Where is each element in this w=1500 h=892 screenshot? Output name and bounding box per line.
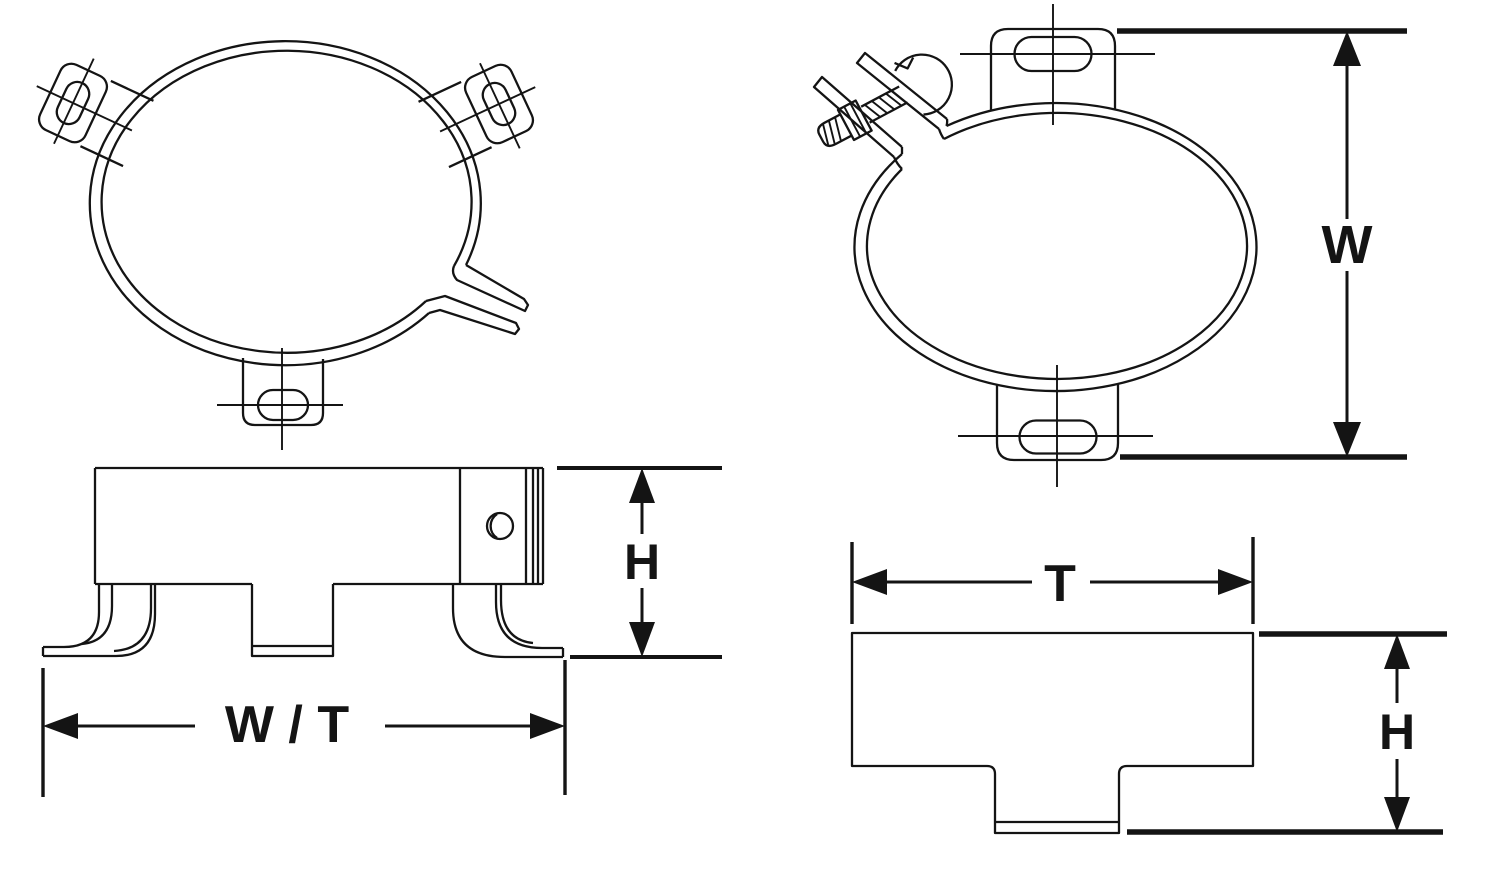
band-inner-edge	[865, 111, 1249, 381]
foot-inner-bend	[499, 584, 534, 645]
mounting-tab-top	[960, 4, 1155, 125]
arrow-down-icon	[1384, 797, 1410, 832]
dimension-h-profile: H	[1127, 631, 1447, 835]
foot-channel	[250, 584, 335, 658]
arrow-left-icon	[43, 713, 78, 739]
foot-top	[494, 584, 563, 650]
arrow-left-icon	[852, 569, 887, 595]
screw-thread-hatch	[864, 92, 903, 118]
tail-upper-prong	[451, 264, 530, 313]
foot-outer	[43, 584, 101, 649]
screw-assembly	[817, 53, 954, 148]
arrow-up-icon	[1333, 31, 1361, 66]
left-foot	[41, 584, 157, 658]
dimension-h-side: H	[557, 466, 722, 659]
tab-slot	[1018, 419, 1098, 455]
screw-head-slot	[894, 56, 915, 70]
dimension-label-w: W	[1322, 215, 1373, 275]
mounting-tab-bottom	[958, 365, 1153, 487]
arrow-down-icon	[1333, 422, 1361, 457]
dimension-label-h: H	[624, 534, 660, 590]
foot-outer	[451, 584, 563, 659]
band-outer-edge	[88, 40, 482, 367]
screw-head-side-icon	[485, 511, 515, 541]
screw-nut	[836, 99, 873, 142]
screw-tip-threads	[822, 116, 842, 145]
band-outer-edge	[853, 101, 1258, 393]
clamp-profile-section: T H	[850, 537, 1447, 835]
arrow-right-icon	[530, 713, 565, 739]
foot-inner-bend-2	[113, 584, 153, 653]
profile-outline	[850, 631, 1255, 835]
dimension-label-w-t: W / T	[225, 696, 349, 754]
screw-nut-facets	[843, 102, 868, 138]
dimension-w: W	[1117, 28, 1407, 460]
tab-plate	[241, 358, 325, 427]
mounting-tab-bottom	[217, 348, 343, 450]
flange-band-connectors	[892, 118, 949, 170]
screw-head-crescent	[489, 513, 498, 539]
tab-centerlines	[439, 62, 536, 149]
foot-inner-bend-1	[81, 584, 114, 646]
clamp-flanges	[812, 51, 949, 170]
tab-neck-lines	[79, 79, 154, 168]
dimension-label-h: H	[1379, 704, 1415, 760]
mounting-tab-upper-right	[418, 62, 536, 169]
flange-right	[855, 51, 948, 130]
band-overlap-lines	[458, 468, 540, 584]
arrow-right-icon	[1218, 569, 1253, 595]
dimension-t: T	[850, 537, 1255, 624]
screw-tip	[817, 113, 853, 148]
tab-neck-lines	[418, 80, 493, 169]
screw-head-icon	[894, 53, 954, 116]
center-foot	[250, 584, 335, 658]
body-outline	[93, 466, 545, 586]
clamp-plan-view-screw: W	[812, 4, 1407, 487]
clamp-side-elevation: H W / T	[41, 466, 722, 797]
dimension-label-t: T	[1044, 555, 1076, 613]
band-inner-edge	[100, 49, 473, 354]
tab-centerlines	[958, 365, 1153, 487]
tail-lower-prong	[425, 294, 521, 336]
arrow-up-icon	[629, 468, 655, 503]
arrow-down-icon	[629, 622, 655, 657]
arrow-up-icon	[1384, 634, 1410, 669]
tab-centerlines	[217, 348, 343, 450]
tab-centerlines	[36, 58, 133, 145]
tab-centerlines	[960, 4, 1155, 125]
foot-bottom	[43, 584, 157, 658]
clamp-plan-view-three-tabs	[36, 40, 536, 450]
right-foot	[451, 584, 565, 659]
mounting-tab-upper-left	[36, 58, 154, 168]
dimension-w-t: W / T	[41, 660, 567, 797]
